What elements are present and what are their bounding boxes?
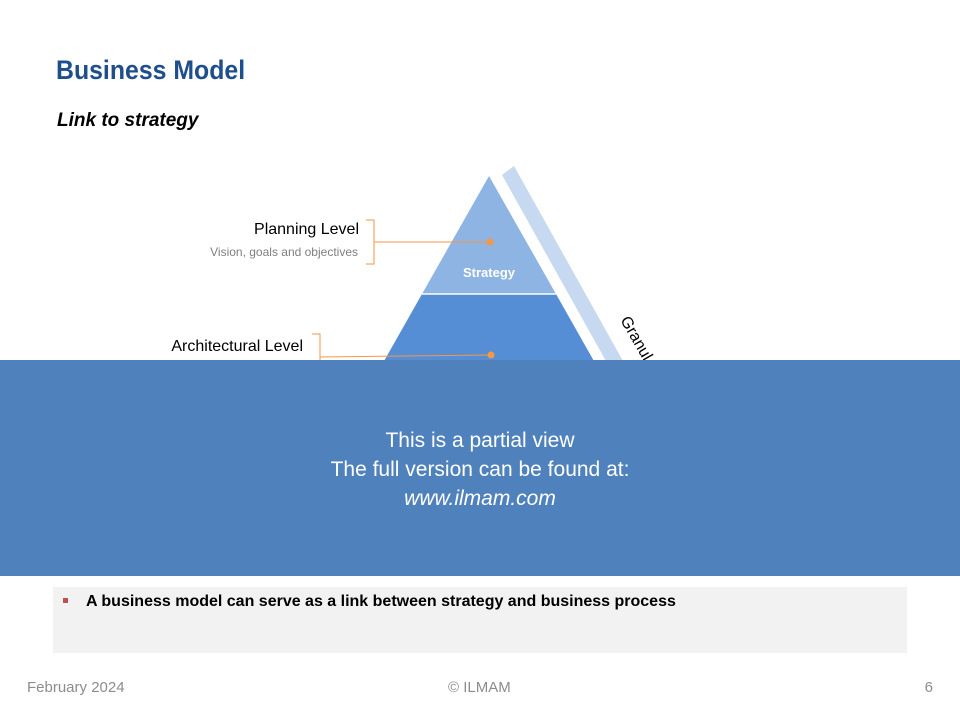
architectural-level-dot <box>487 351 495 359</box>
granularity-label: Granul <box>617 314 656 364</box>
slide-subtitle: Link to strategy <box>57 110 199 131</box>
planning-level-dot <box>486 238 494 246</box>
planning-level-bracket <box>366 219 375 265</box>
architectural-level-bracket <box>312 333 321 362</box>
pyramid-top-label: Strategy <box>463 265 516 280</box>
banner-line-2: The full version can be found at: <box>330 458 630 481</box>
banner-line-1: This is a partial view <box>385 429 575 452</box>
footer-copyright: © ILMAM <box>448 679 511 696</box>
partial-view-banner: This is a partial view The full version … <box>0 360 960 576</box>
bullet-square-icon <box>63 598 68 603</box>
key-point-text: A business model can serve as a link bet… <box>86 593 676 610</box>
architectural-level-connector <box>319 354 492 358</box>
footer-date: February 2024 <box>27 679 125 696</box>
planning-level-label: Planning Level <box>254 221 359 238</box>
architectural-level-label: Architectural Level <box>171 338 303 355</box>
banner-url-link[interactable]: www.ilmam.com <box>404 487 556 510</box>
key-point-box: A business model can serve as a link bet… <box>53 587 907 653</box>
planning-level-description: Vision, goals and objectives <box>210 245 358 259</box>
footer-page-number: 6 <box>924 679 933 696</box>
pyramid-tier-top <box>422 176 556 294</box>
slide-title: Business Model <box>56 55 246 85</box>
